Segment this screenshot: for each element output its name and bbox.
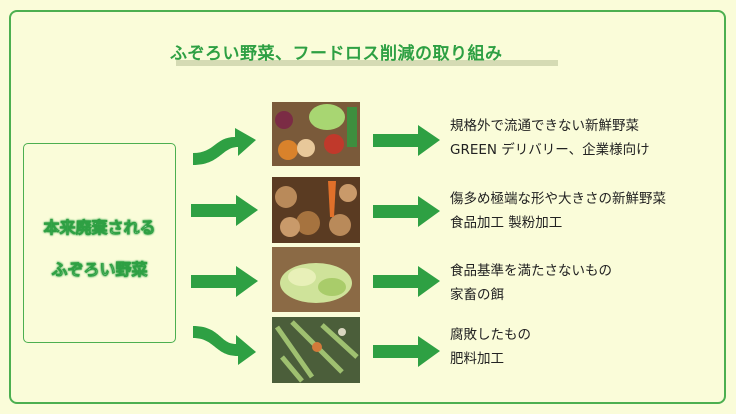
arrow-right-icon (373, 125, 440, 156)
row-line1: 腐敗したもの (450, 327, 531, 343)
arrow-right-icon (373, 266, 440, 297)
row-line1: 傷多め極端な形や大きさの新鮮野菜 (450, 191, 666, 207)
source-line1: 本来廃棄される (43, 218, 156, 238)
row-line2: 家畜の餌 (450, 287, 504, 303)
potatoes-photo (272, 177, 360, 243)
arrow-right-icon (373, 196, 440, 227)
vegetables-photo (272, 102, 360, 166)
row-line1: 食品基準を満たさないもの (450, 263, 612, 279)
row-line2: 食品加工 製粉加工 (450, 215, 563, 231)
row-text: 規格外で流通できない新鮮野菜 GREEN デリバリー、企業様向け (450, 114, 650, 162)
cabbage-leaves-photo (272, 247, 360, 312)
page-title: ふぞろい野菜、フードロス削減の取り組み (170, 44, 503, 64)
title-underline (176, 60, 558, 66)
arrow-right-icon (191, 266, 258, 297)
curved-arrow-up-icon (193, 128, 256, 165)
source-line2: ふぞろい野菜 (51, 260, 148, 280)
source-box: 本来廃棄される ふぞろい野菜 (23, 143, 176, 343)
arrow-right-icon (373, 336, 440, 367)
arrow-right-icon (191, 195, 258, 226)
row-line1: 規格外で流通できない新鮮野菜 (450, 118, 639, 134)
row-text: 食品基準を満たさないもの家畜の餌 (450, 259, 612, 307)
row-line2: GREEN デリバリー、企業様向け (450, 142, 650, 158)
row-line2: 肥料加工 (450, 351, 504, 367)
row-text: 腐敗したもの肥料加工 (450, 323, 531, 371)
outer-frame (9, 10, 726, 404)
row-text: 傷多め極端な形や大きさの新鮮野菜食品加工 製粉加工 (450, 187, 666, 235)
compost-photo (272, 317, 360, 383)
curved-arrow-down-icon (193, 326, 256, 365)
